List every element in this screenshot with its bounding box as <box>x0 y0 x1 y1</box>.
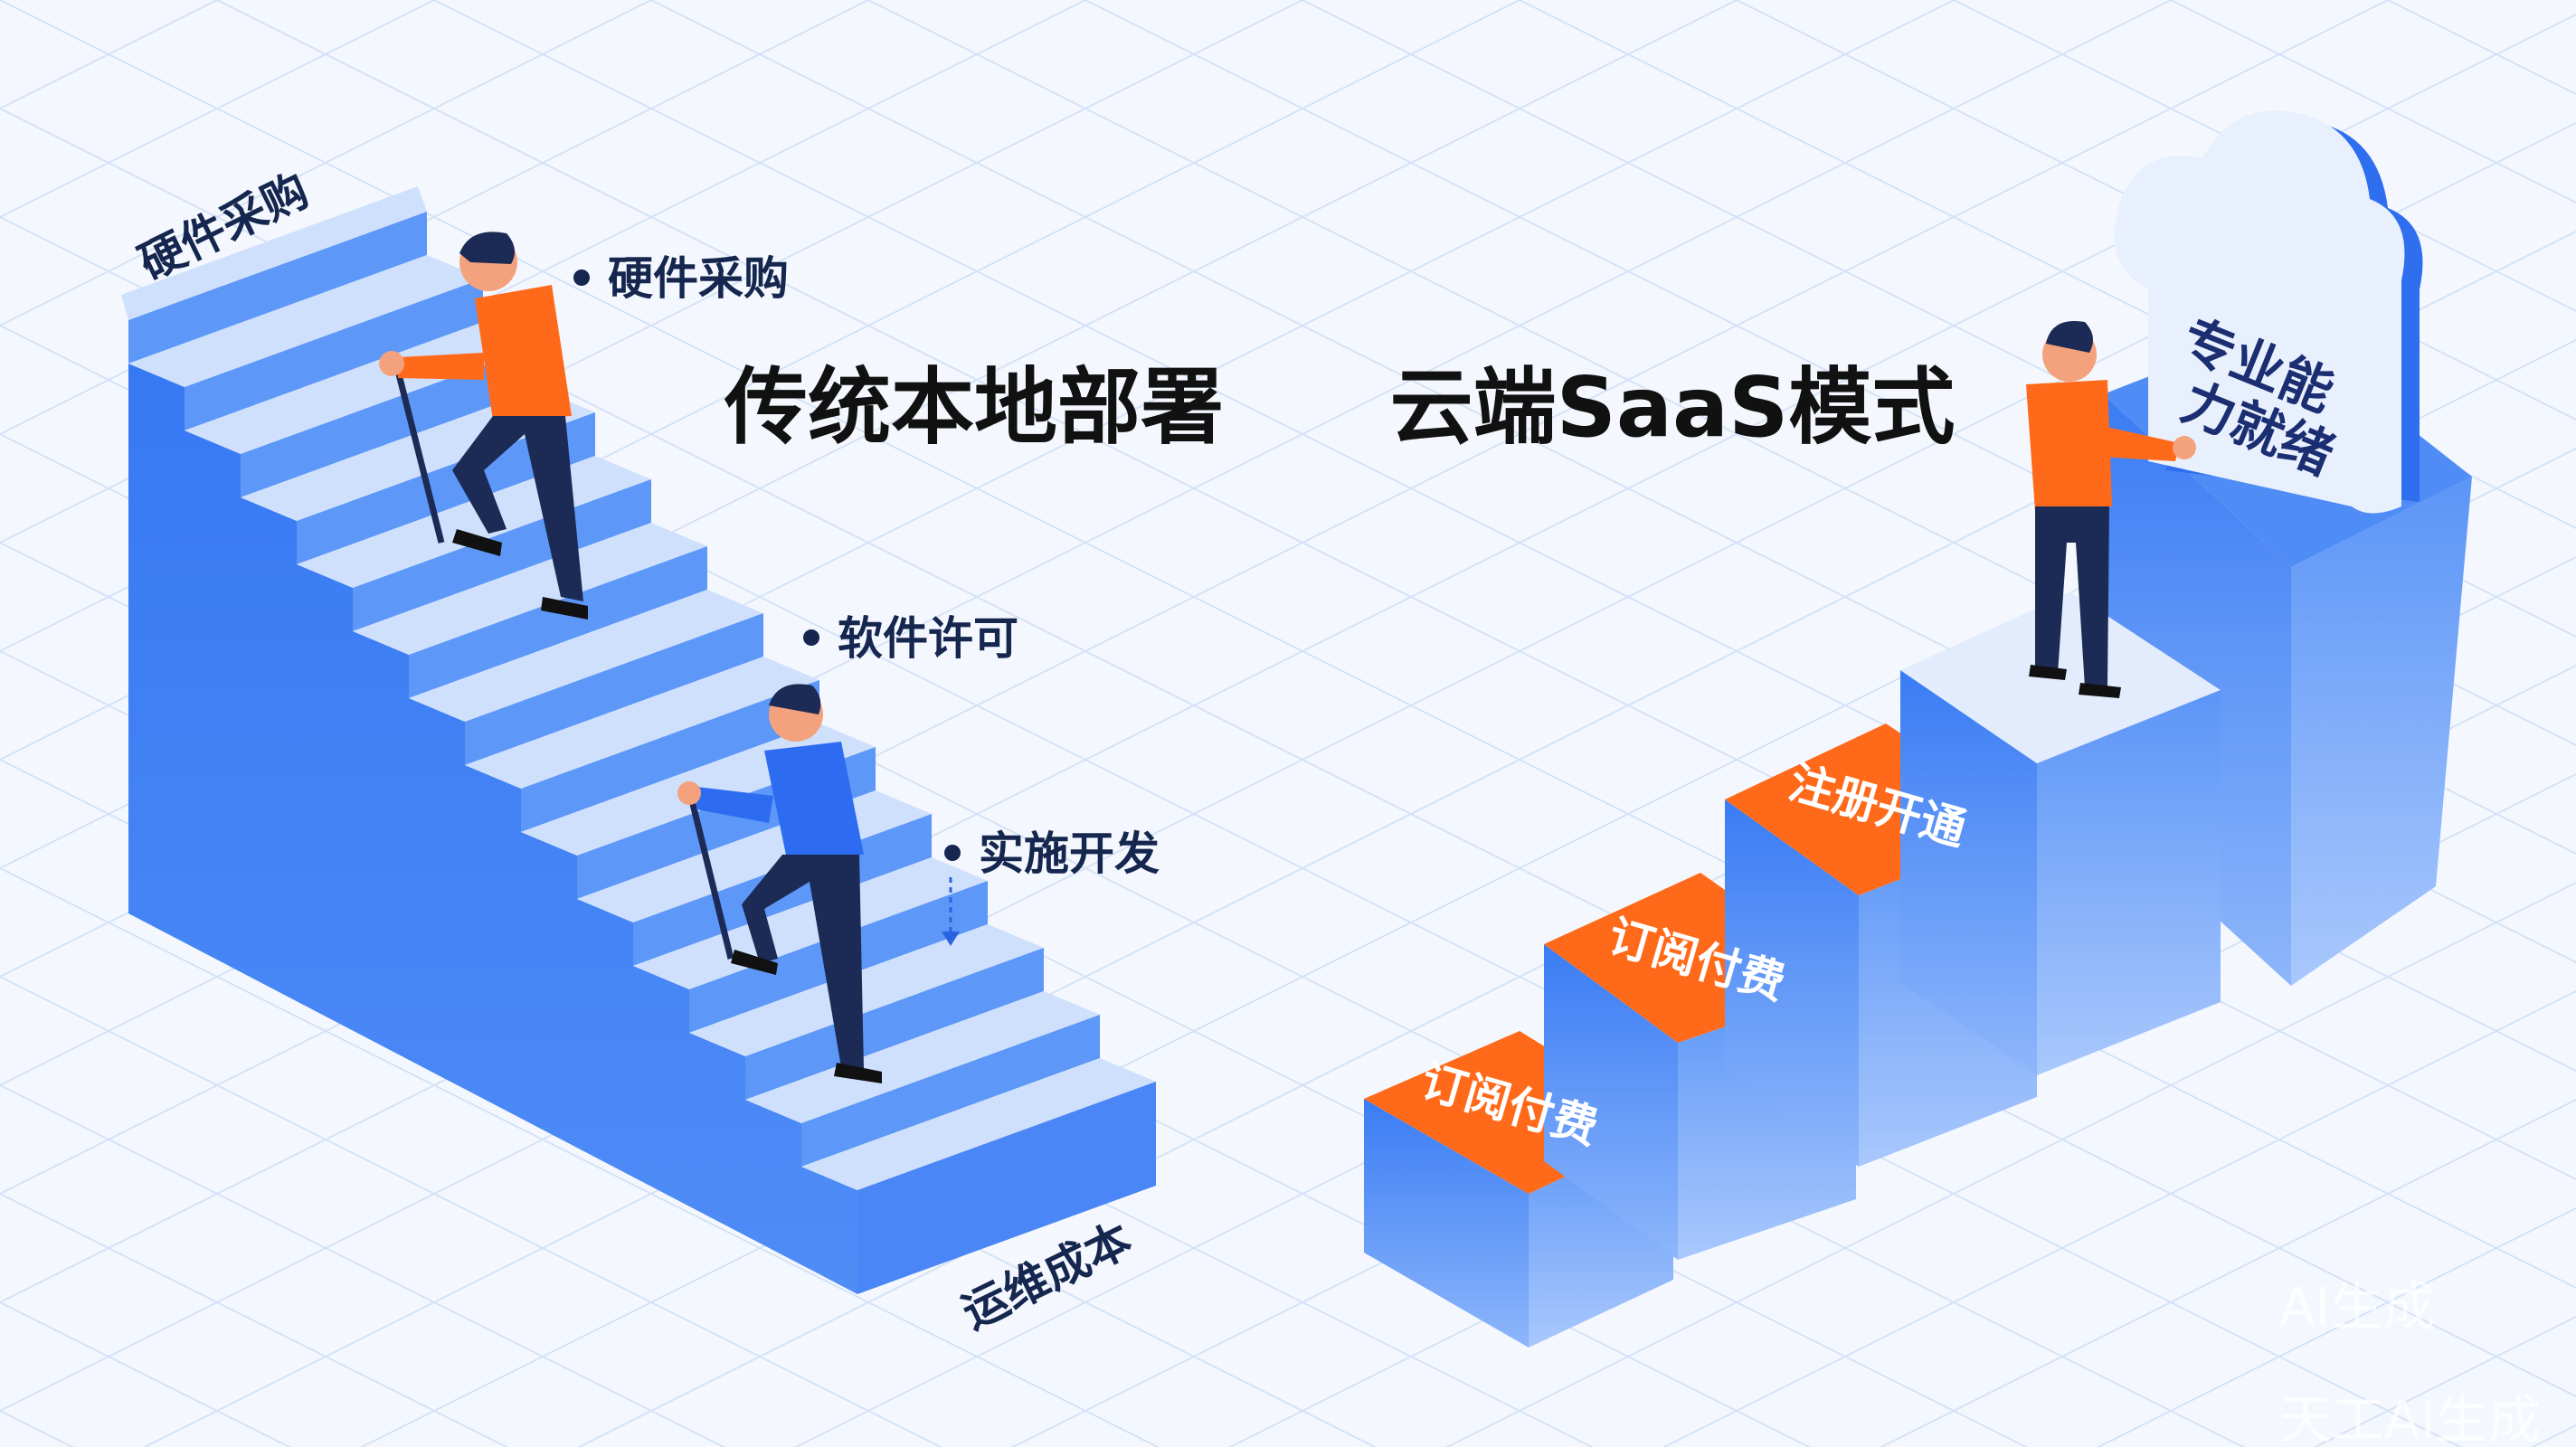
stair-riser <box>465 613 763 765</box>
stair-riser <box>521 680 819 832</box>
person-top-left <box>379 232 588 619</box>
staircase-top-landing <box>121 186 427 320</box>
watermark-line2: 天工AI生成 <box>2279 1389 2541 1447</box>
bullet-implementation-text: 实施开发 <box>979 828 1160 880</box>
pedestal-side <box>2291 477 2472 986</box>
stair-riser <box>185 279 483 430</box>
title-traditional: 传统本地部署 <box>724 359 1224 456</box>
stair-riser <box>801 1015 1100 1167</box>
stair-tread <box>465 657 819 789</box>
stair-riser <box>128 212 427 364</box>
bullet-software-text: 软件许可 <box>838 612 1018 665</box>
staircase-side <box>128 320 857 1294</box>
stair-tread <box>409 590 763 722</box>
stair-tread <box>801 1058 1156 1190</box>
title-saas: 云端SaaS模式 <box>1390 359 1956 456</box>
stair-tread <box>633 857 988 989</box>
block-2-front <box>1544 944 1678 1260</box>
watermark-line1: AI生成 <box>2279 1276 2436 1338</box>
block-4-side <box>2037 690 2221 1075</box>
block-1-front <box>1364 1099 1529 1348</box>
stair-riser <box>409 546 707 698</box>
stair-riser <box>353 479 651 631</box>
person-middle <box>677 684 882 1083</box>
arrow-down-icon <box>942 877 960 946</box>
stair-tread <box>128 255 483 387</box>
stair-tread <box>745 991 1100 1123</box>
stair-tread <box>353 523 707 655</box>
staircase-front <box>857 1082 1156 1294</box>
bullet-hardware: 硬件采购 <box>573 252 789 305</box>
block-4-front <box>1900 670 2037 1075</box>
stair-riser <box>241 345 539 497</box>
stair-riser <box>297 412 595 564</box>
bullet-hardware-text: 硬件采购 <box>608 252 789 305</box>
bullet-software: 软件许可 <box>803 612 1018 665</box>
stair-tread <box>689 924 1044 1056</box>
block-3-front <box>1725 799 1859 1167</box>
person-right <box>2026 321 2196 698</box>
cloud-sign: 专业能 力就绪 <box>2114 110 2423 514</box>
stair-riser <box>745 948 1044 1100</box>
bullet-implementation: 实施开发 <box>942 828 1160 946</box>
